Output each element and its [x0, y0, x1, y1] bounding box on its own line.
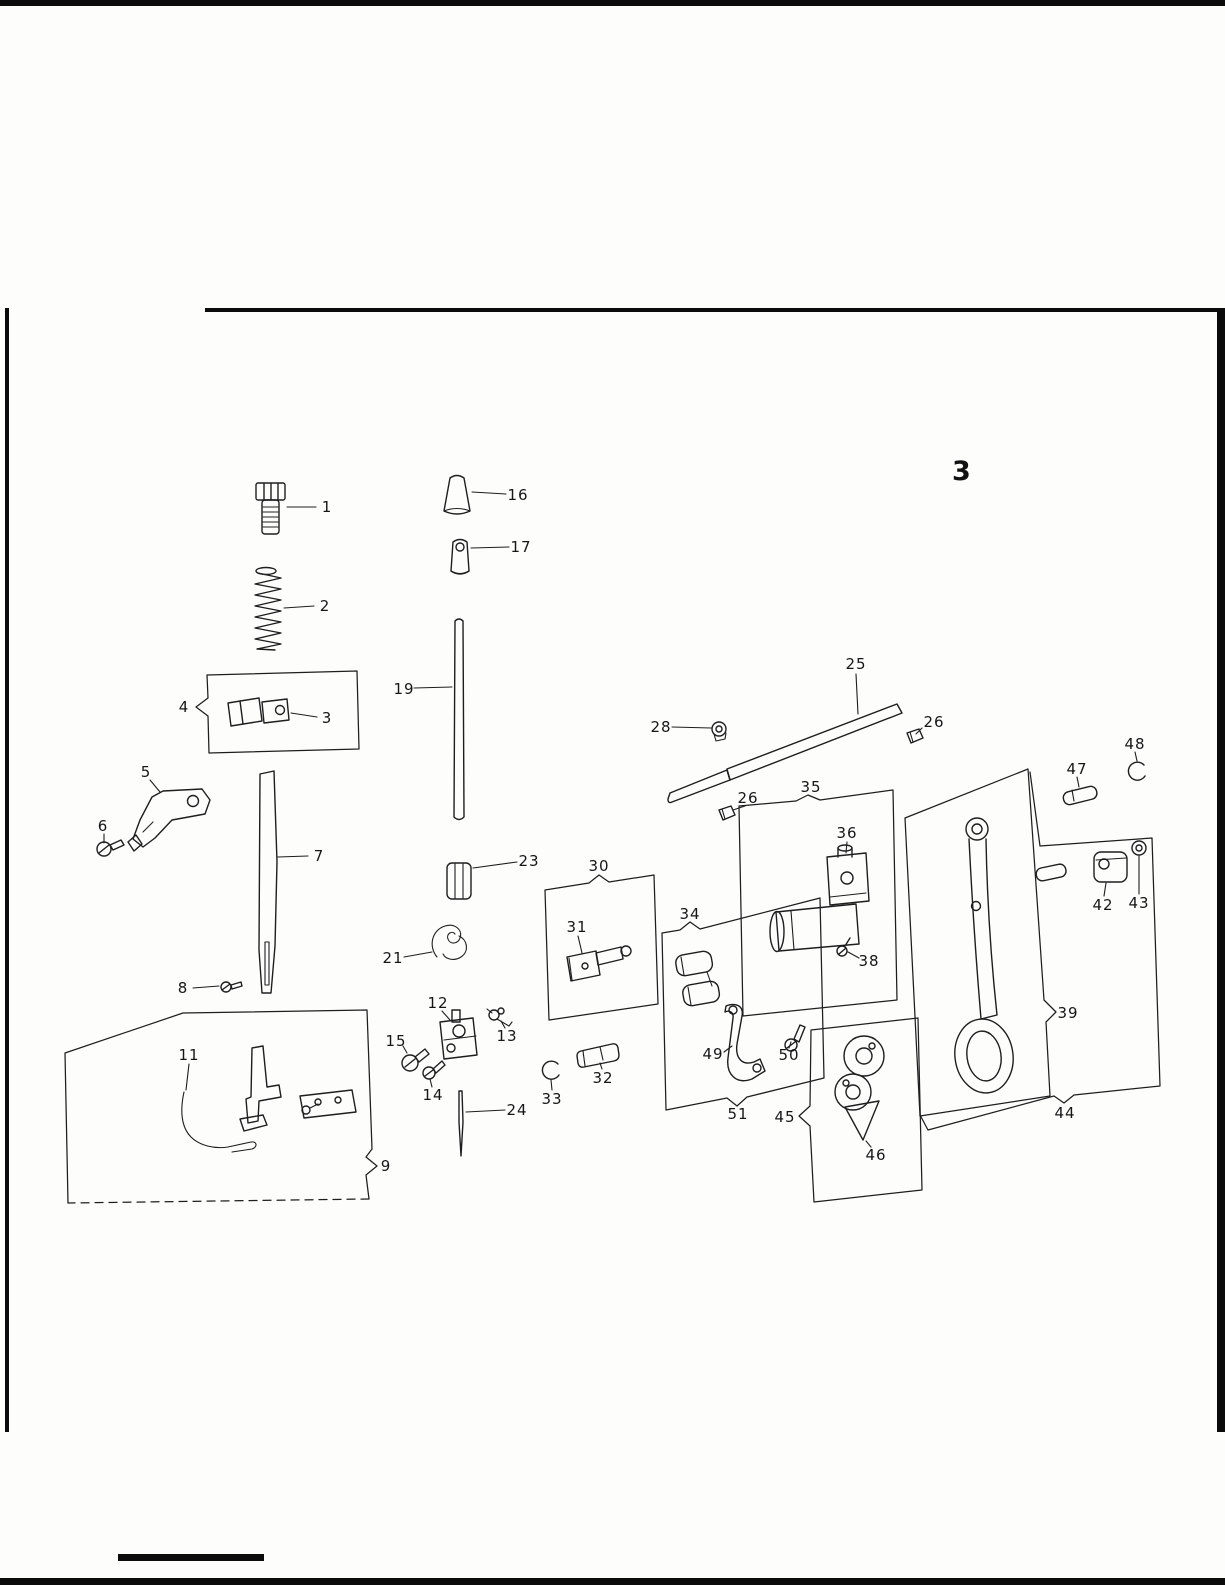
- part-callout-11: 11: [178, 1046, 200, 1064]
- group-box-4: [195, 670, 360, 754]
- part-19-rod: [453, 618, 465, 821]
- part-7-bar: [258, 770, 278, 994]
- group-box-9: [64, 1009, 378, 1204]
- page-border-right: [1217, 308, 1225, 1432]
- part-callout-14: 14: [422, 1086, 444, 1104]
- part-callout-13: 13: [496, 1027, 518, 1045]
- part-callout-9: 9: [380, 1157, 392, 1175]
- part-callout-32: 32: [592, 1069, 614, 1087]
- part-callout-7: 7: [313, 847, 325, 865]
- part-48-c-ring: [1127, 761, 1146, 781]
- part-callout-28: 28: [650, 718, 672, 736]
- leader-lines: [103, 491, 1140, 1148]
- part-38-screw: [836, 937, 851, 957]
- part-callout-39: 39: [1057, 1004, 1079, 1022]
- part-31-stud: [566, 945, 632, 982]
- part-callout-17: 17: [510, 538, 532, 556]
- part-callout-51: 51: [727, 1105, 749, 1123]
- part-callout-44: 44: [1054, 1104, 1076, 1122]
- part-callout-38: 38: [858, 952, 880, 970]
- part-9-foot-assembly: [239, 1045, 357, 1132]
- part-17-cap-small: [450, 538, 470, 575]
- part-5-lever: [127, 788, 211, 852]
- group-box-35: [738, 789, 898, 1017]
- part-callout-12: 12: [427, 994, 449, 1012]
- part-callout-48: 48: [1124, 735, 1146, 753]
- figure-number: 3: [952, 456, 971, 487]
- part-callout-1: 1: [321, 498, 333, 516]
- part-callout-35: 35: [800, 778, 822, 796]
- part-50-screw: [784, 1024, 806, 1052]
- part-11-wire-guide: [181, 1091, 257, 1153]
- part-callout-4: 4: [178, 698, 190, 716]
- part-16-cap: [443, 474, 471, 515]
- part-callout-16: 16: [507, 486, 529, 504]
- part-15-screw: [401, 1048, 430, 1072]
- part-21-wire-hook: [431, 924, 467, 960]
- part-callout-30: 30: [588, 857, 610, 875]
- part-36-clamp: [769, 844, 870, 953]
- part-callout-42: 42: [1092, 896, 1114, 914]
- part-callout-8: 8: [177, 979, 189, 997]
- part-callout-36: 36: [836, 824, 858, 842]
- group-box-34-51: [661, 897, 825, 1111]
- part-callout-33: 33: [541, 1090, 563, 1108]
- part-42-slide-block: [1093, 851, 1128, 883]
- part-49-lever: [724, 1003, 766, 1082]
- part-24-needle: [458, 1090, 464, 1157]
- part-callout-19: 19: [393, 680, 415, 698]
- part-callout-24: 24: [506, 1101, 528, 1119]
- part-28-nut: [711, 721, 727, 742]
- part-46-pulleys: [834, 1035, 885, 1141]
- scan-edge-top: [0, 0, 1225, 6]
- part-12-tension-block: [439, 1009, 478, 1060]
- part-callout-26a: 26: [923, 713, 945, 731]
- part-39-connecting-rod: [954, 817, 1067, 1094]
- part-callout-46: 46: [865, 1146, 887, 1164]
- part-32-pin: [576, 1043, 620, 1068]
- part-1-screw: [255, 482, 286, 535]
- part-34-link-rollers: [675, 950, 721, 1007]
- scan-edge-bottom: [0, 1578, 1225, 1585]
- page-border-left: [5, 308, 9, 1432]
- part-callout-15: 15: [385, 1032, 407, 1050]
- part-callout-50: 50: [778, 1046, 800, 1064]
- part-callout-6: 6: [97, 817, 109, 835]
- part-callout-5: 5: [140, 763, 152, 781]
- part-23-bushing: [446, 862, 472, 900]
- part-3-pin-block: [227, 697, 290, 727]
- part-2-spring: [254, 566, 282, 651]
- part-callout-43: 43: [1128, 894, 1150, 912]
- part-callout-2: 2: [319, 597, 331, 615]
- part-callout-34: 34: [679, 905, 701, 923]
- part-callout-49: 49: [702, 1045, 724, 1063]
- page-border-top: [205, 308, 1225, 312]
- part-26-setscrew-right: [906, 728, 924, 744]
- group-box-39: [904, 768, 1057, 1117]
- part-callout-26b: 26: [737, 789, 759, 807]
- part-25-shaft: [667, 703, 903, 804]
- group-box-44: [919, 771, 1161, 1131]
- part-callout-25: 25: [845, 655, 867, 673]
- part-callout-45: 45: [774, 1108, 796, 1126]
- part-33-e-ring: [541, 1060, 560, 1080]
- group-box-45: [798, 1017, 923, 1203]
- part-callout-23: 23: [518, 852, 540, 870]
- part-43-washer: [1131, 840, 1147, 856]
- footer-mark: [118, 1554, 264, 1561]
- part-callout-31: 31: [566, 918, 588, 936]
- part-47-pin: [1062, 785, 1098, 806]
- part-callout-21: 21: [382, 949, 404, 967]
- part-26-setscrew-left: [718, 805, 736, 821]
- part-14-screw: [422, 1060, 446, 1080]
- part-callout-47: 47: [1066, 760, 1088, 778]
- group-box-30: [544, 874, 659, 1021]
- part-callout-3: 3: [321, 709, 333, 727]
- part-8-screw: [220, 981, 243, 993]
